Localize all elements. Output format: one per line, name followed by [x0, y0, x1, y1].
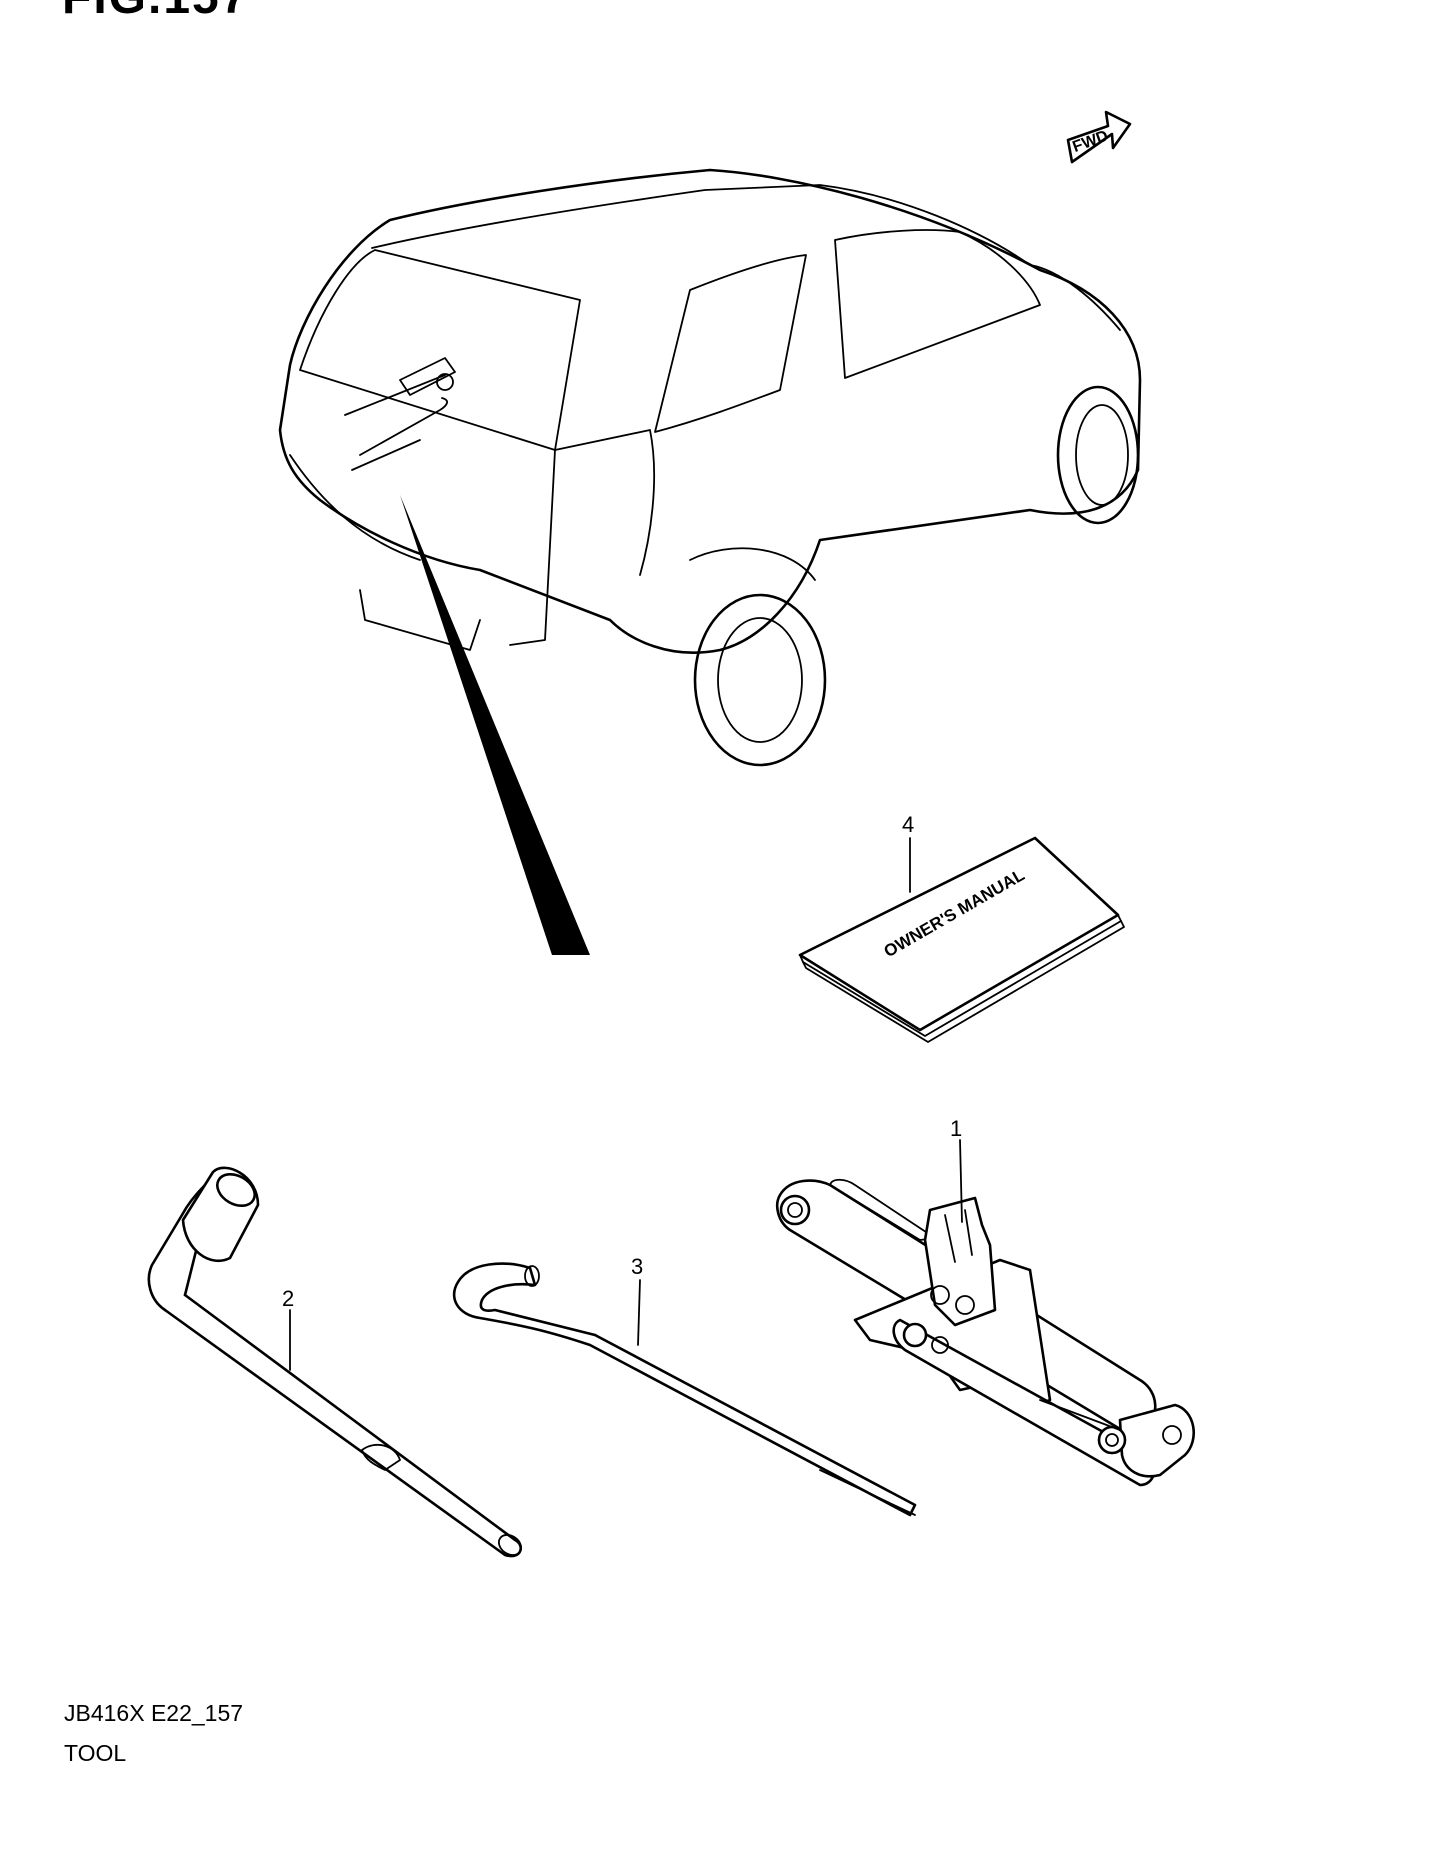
callout-4: 4 [902, 812, 915, 837]
callout-2: 2 [282, 1286, 295, 1311]
callout-3: 3 [631, 1254, 644, 1279]
model-code: JB416X E22_157 [64, 1700, 244, 1726]
jack-handle-illustration [452, 1262, 917, 1517]
owners-manual-illustration: OWNER'S MANUAL [798, 836, 1125, 1043]
figure-title: FIG.157 [62, 0, 249, 22]
callout-1: 1 [950, 1116, 963, 1141]
wheel-wrench-illustration [147, 1166, 523, 1558]
section-title: TOOL [64, 1740, 127, 1766]
callout-leader-1 [959, 1139, 963, 1223]
fwd-label: FWD [1070, 128, 1110, 156]
jack-illustration [776, 1178, 1195, 1487]
vehicle-illustration [278, 168, 1142, 955]
fwd-arrow-icon: FWD [1066, 110, 1132, 164]
callout-leader-3 [637, 1279, 641, 1346]
